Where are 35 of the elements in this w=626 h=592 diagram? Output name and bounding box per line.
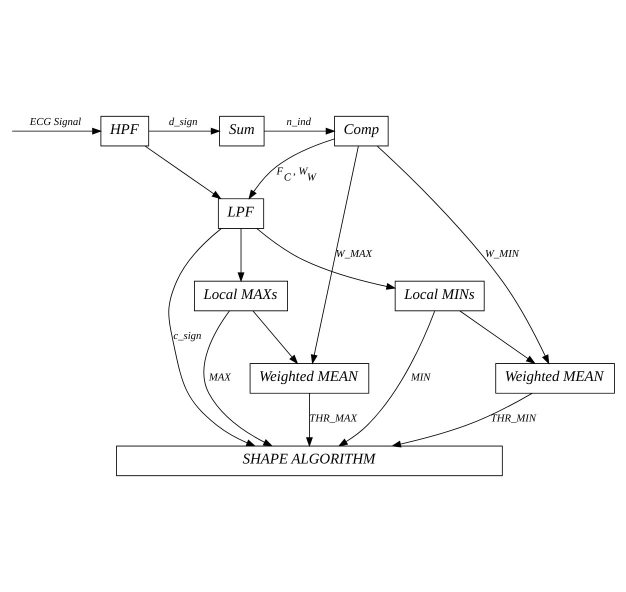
arrow	[338, 310, 436, 447]
arrow	[391, 392, 532, 448]
node-box: Sum	[219, 116, 265, 146]
node-box: LPF	[218, 198, 264, 229]
node-box: SHAPE ALGORITHM	[116, 446, 503, 476]
node-box: Weighted MEAN	[495, 363, 615, 394]
edge-label: MIN	[410, 371, 430, 384]
edge-label: d_sign	[168, 116, 198, 128]
edge-label: THR_MIN	[490, 412, 536, 425]
arrow	[144, 146, 222, 200]
arrow	[248, 138, 335, 200]
arrow	[238, 228, 244, 282]
arrow	[459, 310, 536, 364]
edge-label: THR_MAX	[309, 412, 358, 425]
arrow	[376, 146, 550, 365]
arrow	[12, 128, 102, 135]
arrow	[256, 228, 396, 290]
edge-label: ECG Signal	[30, 116, 82, 128]
edge-label: MAX	[208, 371, 231, 384]
node-box: Local MINs	[394, 280, 485, 312]
arrow	[203, 310, 274, 447]
edge-label: W_MAX	[336, 248, 372, 260]
node-box: Comp	[334, 116, 389, 146]
arrow	[252, 310, 298, 364]
node-box: Local MAXs	[194, 280, 288, 312]
node-box: Weighted MEAN	[250, 363, 370, 394]
arrow	[168, 228, 256, 446]
arrow	[264, 128, 336, 135]
arrow	[310, 146, 359, 365]
node-box: HPF	[100, 116, 150, 146]
edge-label: W_MIN	[485, 248, 519, 260]
edge-label: c_sign	[173, 330, 202, 342]
arrow	[148, 128, 221, 135]
edge-label: n_ind	[286, 116, 311, 128]
arrow	[306, 392, 313, 448]
